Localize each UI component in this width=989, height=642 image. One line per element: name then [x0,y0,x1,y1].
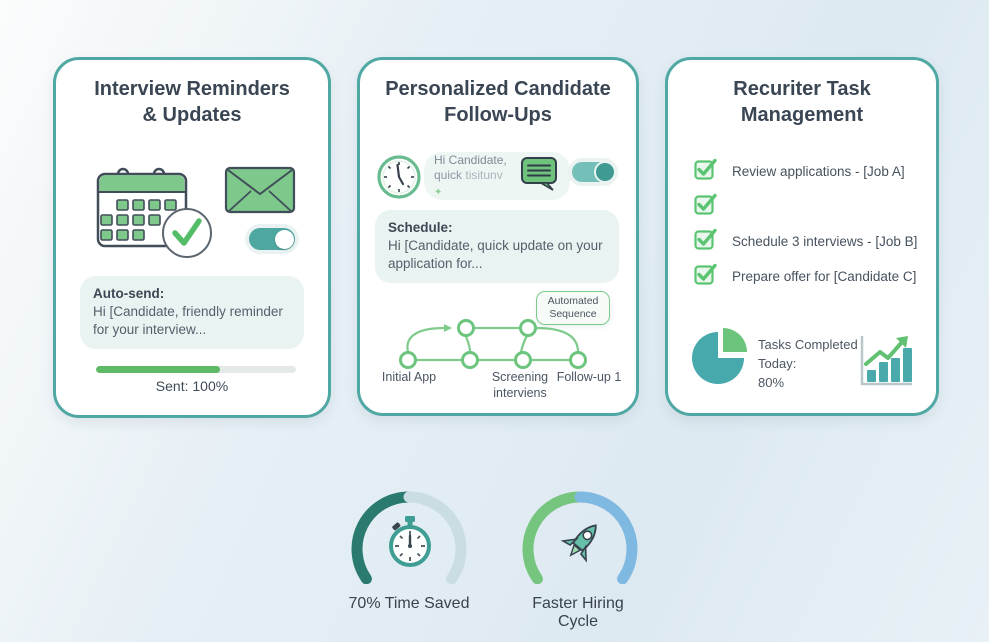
sparkle-icon: ✦ [434,186,443,198]
task-row: Schedule 3 interviews - [Job B] [694,228,917,255]
checkbox-checked-icon[interactable] [694,193,718,220]
card-title-line: Follow-Ups [444,104,552,127]
gauge-label: Faster Hiring Cycle [532,595,624,630]
bubble-label: Auto-send: [93,286,165,301]
envelope-icon [224,166,296,219]
toggle-knob [596,163,614,181]
card-title-line: Recuriter Task [733,78,871,100]
checkbox-checked-icon[interactable] [694,158,718,185]
timeline-label: Screening interviens [491,370,549,400]
card-title-line: Management [740,104,864,127]
chat-preview-line2-faded: tisitunv [465,168,503,183]
sent-progress-fill [96,366,220,373]
toggle-knob [275,229,294,249]
auto-send-bubble: Auto-send: Hi [Candidate, friendly remin… [80,276,304,349]
chat-preview-line1: Hi Candidate, [434,152,507,167]
task-row: Review applications - [Job A] [694,158,905,185]
card-title: Recuriter Task Management [676,76,928,129]
chat-preview-text: Hi Candidate, quick tisitunv ✦ [434,153,512,200]
checkbox-checked-icon[interactable] [694,263,718,290]
bar-chart-icon [854,328,916,395]
auto-send-toggle[interactable] [249,228,295,250]
sequence-timeline [378,310,602,377]
card-title: Personalized Candidate Follow-Ups [368,76,628,129]
stat-line: 80% [758,374,785,390]
task-label: Schedule 3 interviews - [Job B] [732,234,918,249]
bubble-text: Hi [Candidate, friendly reminder for you… [93,304,283,338]
sent-progress-bar [96,366,296,373]
card-candidate-followups: Personalized Candidate Follow-Ups Hi Can… [357,57,639,416]
task-row: Prepare offer for [Candidate C] [694,263,916,290]
gauge-time-saved: 70% Time Saved [346,486,472,613]
sent-label: Sent: 100% [155,378,229,394]
gauge-hiring-cycle: Faster Hiring Cycle [512,486,644,631]
task-label: Review applications - [Job A] [732,164,905,179]
followup-toggle[interactable] [572,162,614,182]
badge-line: Automated [547,295,599,307]
card-title-line: Interview Reminders [94,78,290,100]
checkbox-checked-icon[interactable] [694,228,718,255]
rocket-icon [556,518,606,575]
stat-line: Today: [758,355,797,371]
stat-line: Tasks Completed [758,337,858,352]
clock-icon [376,154,422,205]
card-task-management: Recuriter Task Management Review applica… [665,57,939,416]
badge-line: Sequence [549,308,597,321]
calendar-icon [92,160,214,265]
bubble-text: Hi [Candidate, quick update on your appl… [388,238,603,272]
gauge-arc [351,491,467,585]
task-label: Prepare offer for [Candidate C] [732,269,917,284]
chat-icon [520,156,560,197]
chat-preview-line2: quick [434,168,466,183]
timeline-label: Initial App [381,370,437,384]
tasks-completed-stat: Tasks Completed Today: 80% [758,336,858,393]
card-interview-reminders: Interview Reminders & Updates [53,57,331,418]
automated-sequence-badge: Automated Sequence [536,291,610,326]
card-title-line: Personalized Candidate [385,78,611,100]
task-row [694,193,732,220]
card-title-line: & Updates [142,104,242,127]
stopwatch-icon [386,514,434,575]
schedule-bubble: Schedule: Hi [Candidate, quick update on… [375,210,619,283]
chat-preview-pill: Hi Candidate, quick tisitunv ✦ [424,152,570,200]
bubble-label: Schedule: [388,220,453,235]
card-title: Interview Reminders & Updates [64,76,320,129]
pie-chart-icon [688,322,754,391]
gauge-arc [522,491,637,585]
timeline-label: Follow-up 1 [556,370,622,384]
gauge-label: 70% Time Saved [348,595,470,612]
